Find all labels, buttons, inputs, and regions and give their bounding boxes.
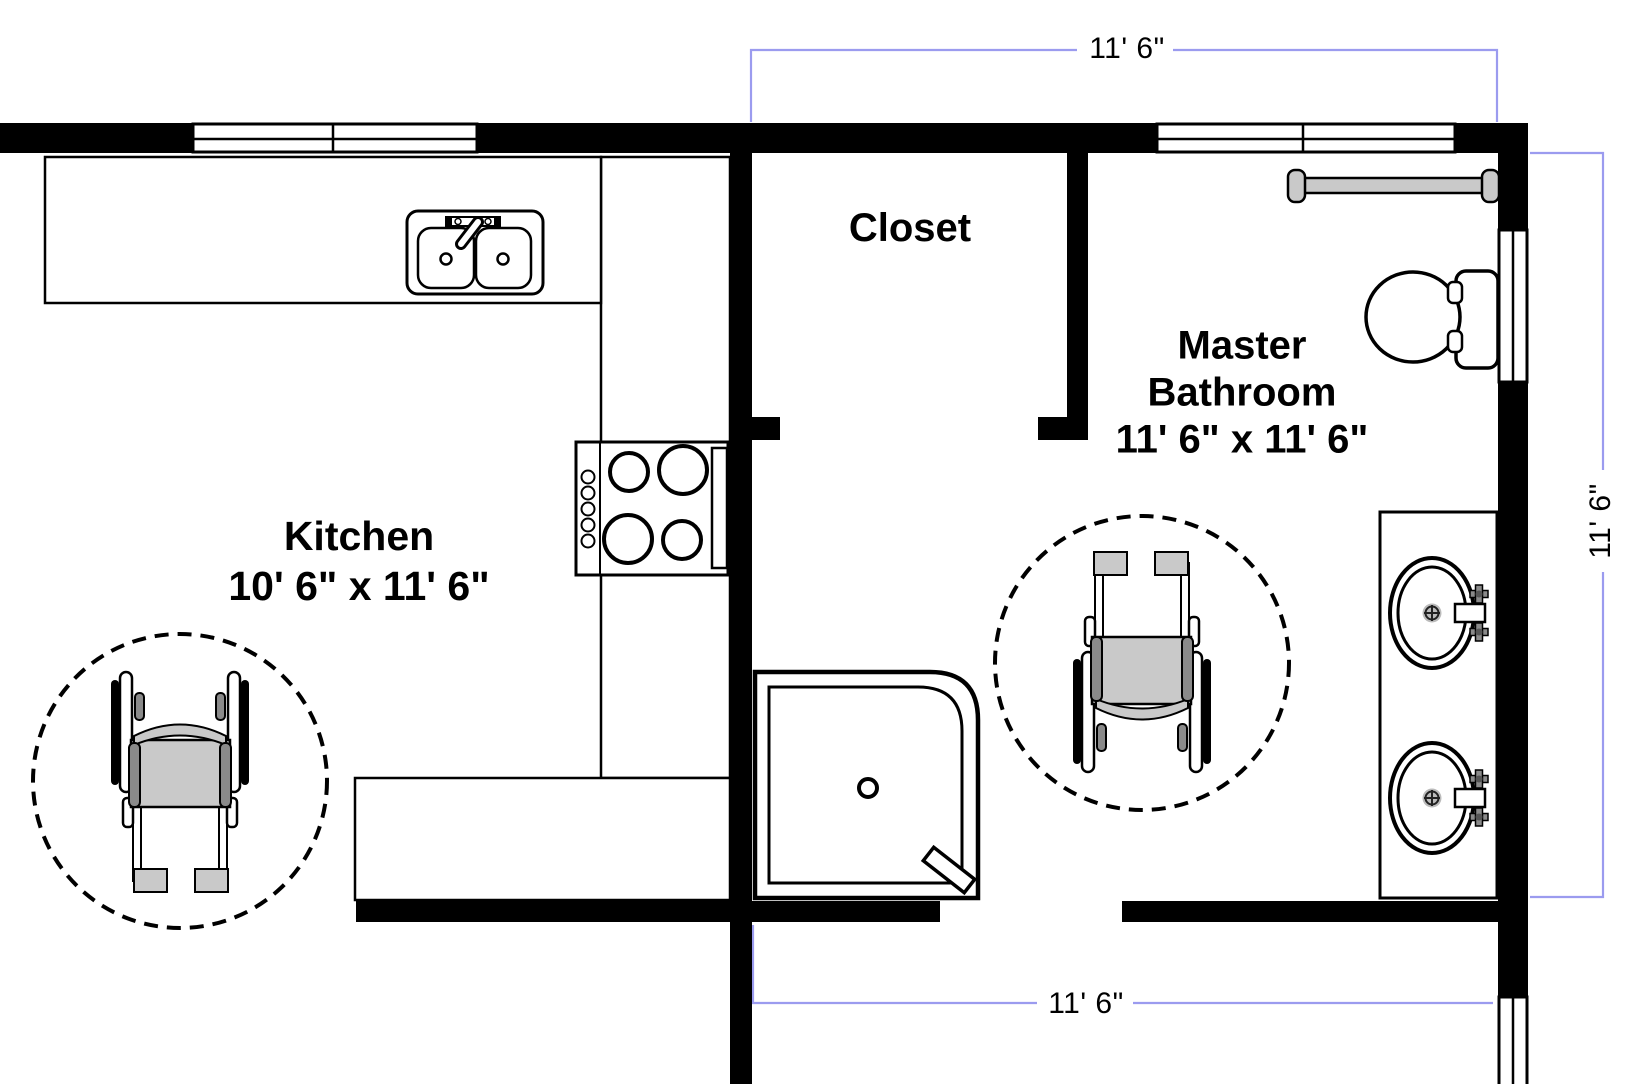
dimension-label-top: 11' 6" [1089,32,1165,65]
toilet [1364,269,1500,370]
bathroom-label-line1: Master [1177,323,1307,368]
dimension-label-right: 11' 6" [1584,483,1617,559]
kitchen-label-dimensions: 10' 6" x 11' 6" [228,563,490,609]
master-bathroom-label: Master Bathroom 11' 6" x 11' 6" [1116,323,1369,464]
kitchen-window [191,122,479,154]
dimension-label-bottom: 11' 6" [1048,987,1124,1020]
kitchen-sink [405,209,545,296]
stove [574,440,730,577]
closet-label-name: Closet [848,206,972,250]
closet-label: Closet [849,204,971,252]
bathroom-label-line2: Bathroom [1147,370,1337,415]
towel-bar [1286,168,1501,204]
kitchen-wheelchair-clearance [31,632,329,930]
wheelchair-icon [109,670,251,894]
kitchen-label-name: Kitchen [283,513,435,559]
bathroom-wheelchair-clearance [993,514,1291,812]
walls [0,123,1528,1084]
shower-drain-icon [857,777,879,799]
toilet-window [1497,228,1529,384]
bathroom-vanity [1378,510,1499,900]
dimension-line-top [749,48,1499,122]
bottom-right-window [1497,995,1529,1084]
wheelchair-icon [1071,550,1213,774]
bathroom-label-dimensions: 11' 6" x 11' 6" [1115,417,1369,462]
shower-door-handle-icon [920,844,978,896]
dimension-line-right [1530,151,1605,899]
shower [752,669,981,901]
bathroom-window [1155,122,1457,154]
kitchen-label: Kitchen 10' 6" x 11' 6" [228,511,489,611]
dimension-line-bottom [751,925,1493,1005]
